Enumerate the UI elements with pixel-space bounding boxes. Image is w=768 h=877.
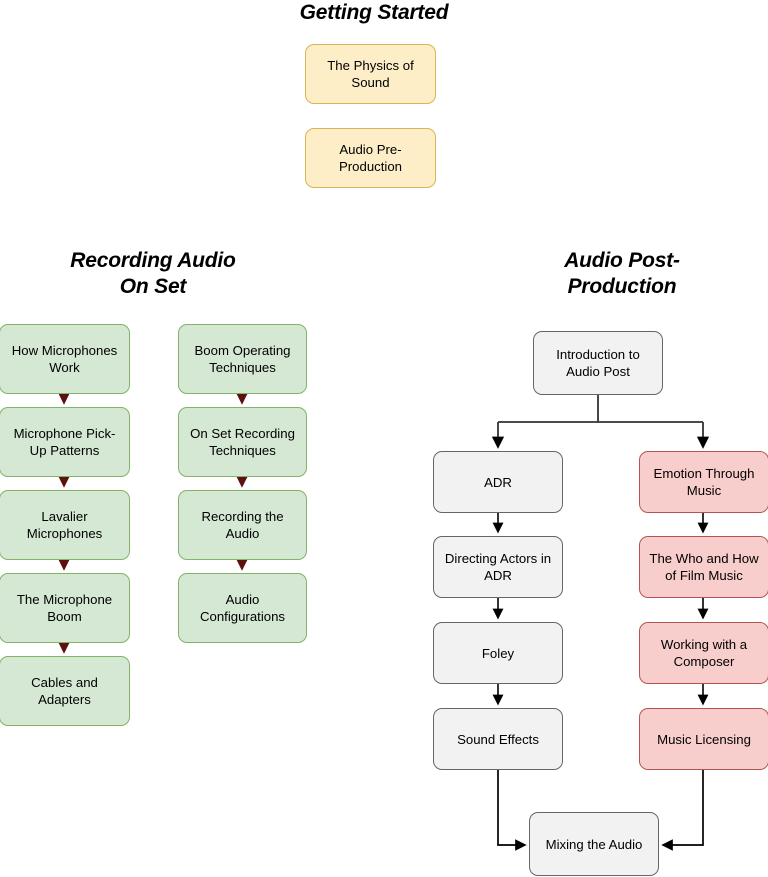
section-title-audio-post-production: Audio Post- Production [564,249,680,298]
node-microphone-pickup-patterns[interactable]: Microphone Pick- Up Patterns [0,407,130,477]
node-audio-configurations[interactable]: Audio Configurations [178,573,307,643]
node-label: Music Licensing [657,731,751,747]
node-label: The Microphone Boom [16,592,113,624]
node-sound-effects[interactable]: Sound Effects [433,708,563,770]
node-label: The Who and How of Film Music [649,551,759,583]
node-label: The Physics of Sound [327,58,414,90]
node-emotion-through-music[interactable]: Emotion Through Music [639,451,768,513]
node-label: Audio Configurations [199,592,286,624]
node-label: Emotion Through Music [653,466,755,498]
node-working-with-a-composer[interactable]: Working with a Composer [639,622,768,684]
node-the-microphone-boom[interactable]: The Microphone Boom [0,573,130,643]
node-label: Cables and Adapters [31,675,98,707]
node-label: Sound Effects [457,731,539,747]
node-audio-pre-production[interactable]: Audio Pre- Production [305,128,436,188]
node-foley[interactable]: Foley [433,622,563,684]
node-mixing-the-audio[interactable]: Mixing the Audio [529,812,659,876]
node-boom-operating-techniques[interactable]: Boom Operating Techniques [178,324,307,394]
section-title-recording-audio-on-set: Recording Audio On Set [70,249,236,298]
node-cables-and-adapters[interactable]: Cables and Adapters [0,656,130,726]
section-title-getting-started: Getting Started [299,1,449,24]
node-label: Directing Actors in ADR [444,551,552,583]
node-label: Foley [481,645,515,661]
node-label: Boom Operating Techniques [194,343,291,375]
node-label: Working with a Composer [660,637,748,669]
node-label: Lavalier Microphones [26,509,103,541]
node-label: On Set Recording Techniques [190,426,295,458]
node-label: How Microphones Work [11,343,118,375]
node-lavalier-microphones[interactable]: Lavalier Microphones [0,490,130,560]
edge-music-licensing-to-mixing-the-audio [661,770,704,851]
node-how-microphones-work[interactable]: How Microphones Work [0,324,130,394]
node-label: Mixing the Audio [545,836,643,852]
node-adr[interactable]: ADR [433,451,563,513]
node-music-licensing[interactable]: Music Licensing [639,708,768,770]
node-label: Introduction to Audio Post [556,347,640,379]
node-label: Recording the Audio [201,509,284,541]
node-label: Audio Pre- Production [338,142,403,174]
node-label: Microphone Pick- Up Patterns [13,426,116,458]
edge-sound-effects-to-mixing-the-audio [497,770,527,851]
node-on-set-recording-techniques[interactable]: On Set Recording Techniques [178,407,307,477]
node-physics-of-sound[interactable]: The Physics of Sound [305,44,436,104]
node-introduction-to-audio-post[interactable]: Introduction to Audio Post [533,331,663,395]
node-label: ADR [484,474,512,490]
node-the-who-and-how-of-film-music[interactable]: The Who and How of Film Music [639,536,768,598]
node-directing-actors-in-adr[interactable]: Directing Actors in ADR [433,536,563,598]
node-recording-the-audio[interactable]: Recording the Audio [178,490,307,560]
edges-intro-branch [491,395,710,449]
